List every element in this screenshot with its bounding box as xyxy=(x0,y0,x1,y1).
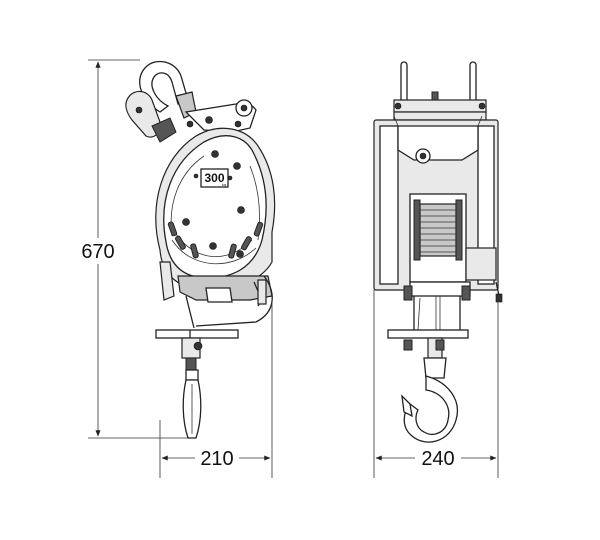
side-width-dimension: 210 xyxy=(159,300,273,478)
side-width-label: 210 xyxy=(200,448,233,470)
front-lower-frame xyxy=(403,281,471,331)
capacity-unit: kg xyxy=(222,182,226,187)
front-width-label: 240 xyxy=(421,448,454,470)
front-base-plate xyxy=(387,329,469,339)
cable-drum xyxy=(409,193,503,303)
capacity-value: 300 xyxy=(204,171,224,185)
front-view xyxy=(373,61,503,443)
front-width-dimension: 240 xyxy=(373,290,499,478)
front-label-bg xyxy=(415,446,461,470)
height-dimension: 670 xyxy=(74,59,190,439)
side-view: 300 kg xyxy=(125,60,276,439)
height-dimension-label: 670 xyxy=(81,241,114,263)
side-label-bg xyxy=(195,446,239,470)
height-label-bg xyxy=(74,238,124,264)
front-hanger-rods xyxy=(393,61,487,121)
lower-mechanism xyxy=(159,261,273,329)
capacity-badge: 300 kg xyxy=(200,168,229,188)
side-base-plate xyxy=(155,329,239,339)
top-bracket xyxy=(184,99,257,133)
hoist-side-body xyxy=(155,127,276,291)
top-snap-hook xyxy=(125,60,197,143)
front-bottom-hook xyxy=(401,337,458,443)
side-bottom-hook xyxy=(181,337,203,439)
